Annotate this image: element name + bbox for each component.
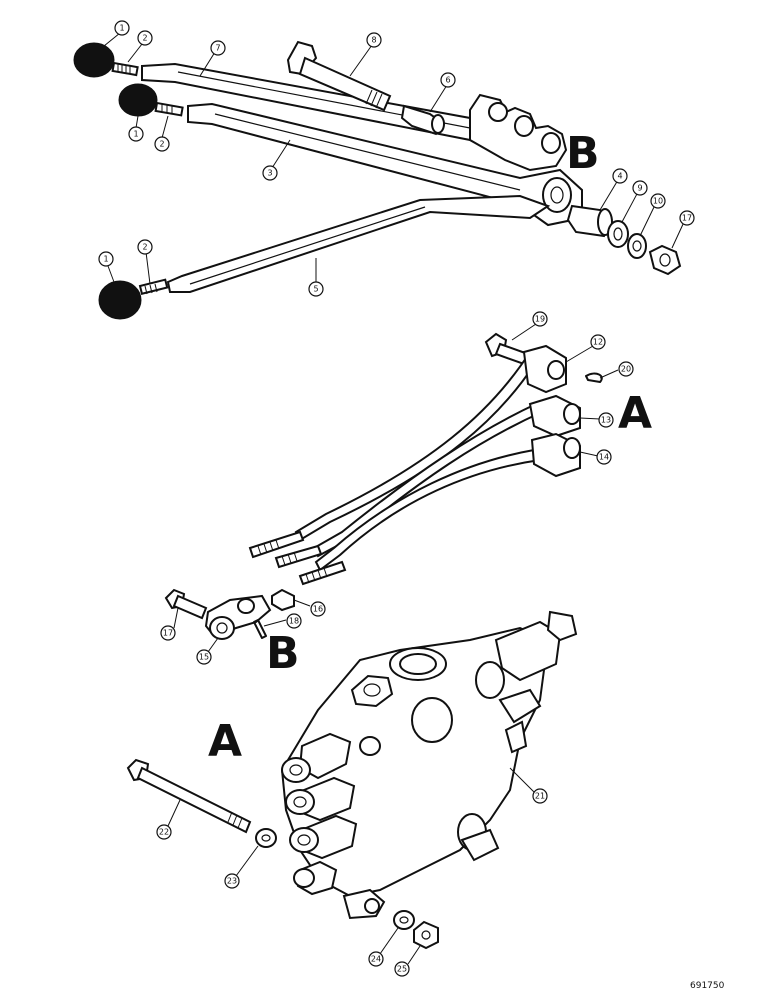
svg-text:2: 2	[142, 34, 147, 43]
svg-text:9: 9	[637, 184, 642, 193]
svg-text:19: 19	[535, 315, 545, 324]
section-label-a-mid: A	[618, 388, 652, 439]
clevis-assembly: 16 17 18 15 B	[160, 588, 326, 679]
callout-18: 18	[286, 613, 302, 629]
section-label-a-bottom: A	[208, 716, 242, 767]
svg-text:18: 18	[289, 617, 299, 626]
nut-17-top	[648, 244, 682, 276]
callout-17-clevis: 17	[160, 625, 176, 641]
callout-16: 16	[310, 601, 326, 617]
callout-1-second: 1	[128, 126, 144, 142]
cotter-pin-20	[585, 372, 603, 383]
svg-text:2: 2	[159, 140, 164, 149]
clevis-15	[204, 594, 272, 640]
clevis-bolt-17	[164, 588, 208, 620]
svg-text:8: 8	[371, 36, 376, 45]
lever-5	[166, 194, 551, 293]
callout-12: 12	[590, 334, 606, 350]
svg-text:10: 10	[653, 197, 663, 206]
svg-text:13: 13	[601, 416, 611, 425]
washer-23	[255, 828, 277, 848]
callout-24: 24	[368, 951, 384, 967]
callout-21: 21	[532, 788, 548, 804]
callout-25: 25	[394, 961, 410, 977]
nut-16	[271, 588, 295, 612]
knob-1-lower	[98, 280, 142, 320]
threaded-stud-2-second	[154, 101, 184, 117]
valve-ports	[281, 732, 358, 896]
callout-10: 10	[650, 193, 666, 209]
svg-text:7: 7	[215, 44, 220, 53]
callout-13: 13	[598, 412, 614, 428]
rod-12	[294, 350, 542, 542]
callout-7: 7	[210, 40, 226, 56]
washer-24	[393, 910, 415, 930]
knob-1-second	[118, 83, 158, 117]
svg-text:6: 6	[445, 76, 450, 85]
callout-3: 3	[262, 165, 278, 181]
washer-9	[607, 220, 629, 248]
callout-19: 19	[532, 311, 548, 327]
section-label-b-mid: B	[266, 628, 300, 679]
threaded-stud-2-top	[111, 61, 139, 77]
callout-2-second: 2	[154, 136, 170, 152]
section-label-b-top: B	[566, 128, 600, 179]
callout-17-top: 17	[679, 210, 695, 226]
bolt-19	[484, 332, 530, 366]
svg-text:21: 21	[535, 792, 545, 801]
svg-text:4: 4	[617, 172, 622, 181]
rod-14	[314, 448, 542, 572]
callout-9: 9	[632, 180, 648, 196]
rod-13	[312, 402, 544, 558]
callout-2-top: 2	[137, 30, 153, 46]
svg-text:2: 2	[142, 243, 147, 252]
callout-6: 6	[440, 72, 456, 88]
callout-5: 5	[308, 281, 324, 297]
svg-text:20: 20	[621, 365, 631, 374]
lever-assembly: 1 2 7 8 6 1 2 3 4 9 10 17 1 2 5 B	[73, 20, 695, 320]
callout-15: 15	[196, 649, 212, 665]
callout-1-top: 1	[114, 20, 130, 36]
bushing-6	[400, 104, 446, 136]
through-bolt-22	[126, 758, 252, 834]
svg-text:5: 5	[313, 285, 318, 294]
svg-text:23: 23	[227, 877, 237, 886]
callout-2-lower: 2	[137, 239, 153, 255]
svg-text:1: 1	[119, 24, 124, 33]
svg-text:22: 22	[159, 828, 169, 837]
svg-text:15: 15	[199, 653, 209, 662]
control-valve-assembly: 21 22 23 24 25 A	[126, 610, 578, 977]
pivot-bolt-8	[286, 40, 392, 112]
svg-text:16: 16	[313, 605, 323, 614]
svg-text:3: 3	[267, 169, 272, 178]
drawing-number: 691750	[690, 981, 725, 991]
svg-text:1: 1	[133, 130, 138, 139]
callout-1-lower: 1	[98, 251, 114, 267]
rod-threaded-ends	[248, 530, 347, 586]
callout-20: 20	[618, 361, 634, 377]
threaded-stud-2-lower	[138, 278, 169, 295]
svg-text:17: 17	[682, 214, 692, 223]
knob-1-top	[73, 42, 115, 78]
nut-25	[413, 920, 439, 950]
svg-text:17: 17	[163, 629, 173, 638]
svg-text:14: 14	[599, 453, 609, 462]
control-rod-assembly: 19 12 20 13 14 A	[248, 311, 652, 586]
cotter-pin-18	[253, 619, 267, 639]
svg-text:1: 1	[103, 255, 108, 264]
callout-22: 22	[156, 824, 172, 840]
callout-14: 14	[596, 449, 612, 465]
callout-8: 8	[366, 32, 382, 48]
svg-text:24: 24	[371, 955, 381, 964]
callout-4: 4	[612, 168, 628, 184]
svg-text:25: 25	[397, 965, 407, 974]
callout-23: 23	[224, 873, 240, 889]
spacer-4	[566, 204, 613, 238]
washer-10	[627, 233, 647, 259]
svg-text:12: 12	[593, 338, 603, 347]
